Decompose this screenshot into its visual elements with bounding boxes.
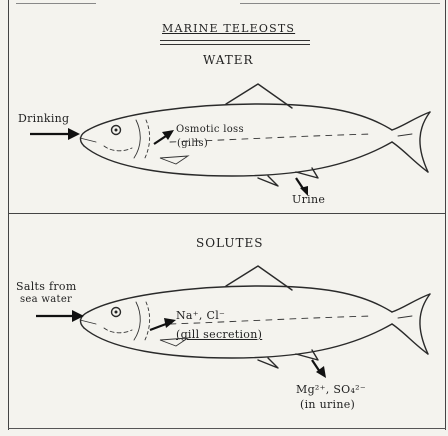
fish-solutes bbox=[80, 266, 430, 368]
osmotic-loss-arrow bbox=[154, 136, 166, 144]
drinking-arrowhead bbox=[68, 128, 80, 140]
gill-secretion-arrowhead bbox=[164, 318, 176, 328]
fish-water bbox=[80, 84, 430, 186]
gill-secretion-arrow bbox=[150, 324, 166, 330]
